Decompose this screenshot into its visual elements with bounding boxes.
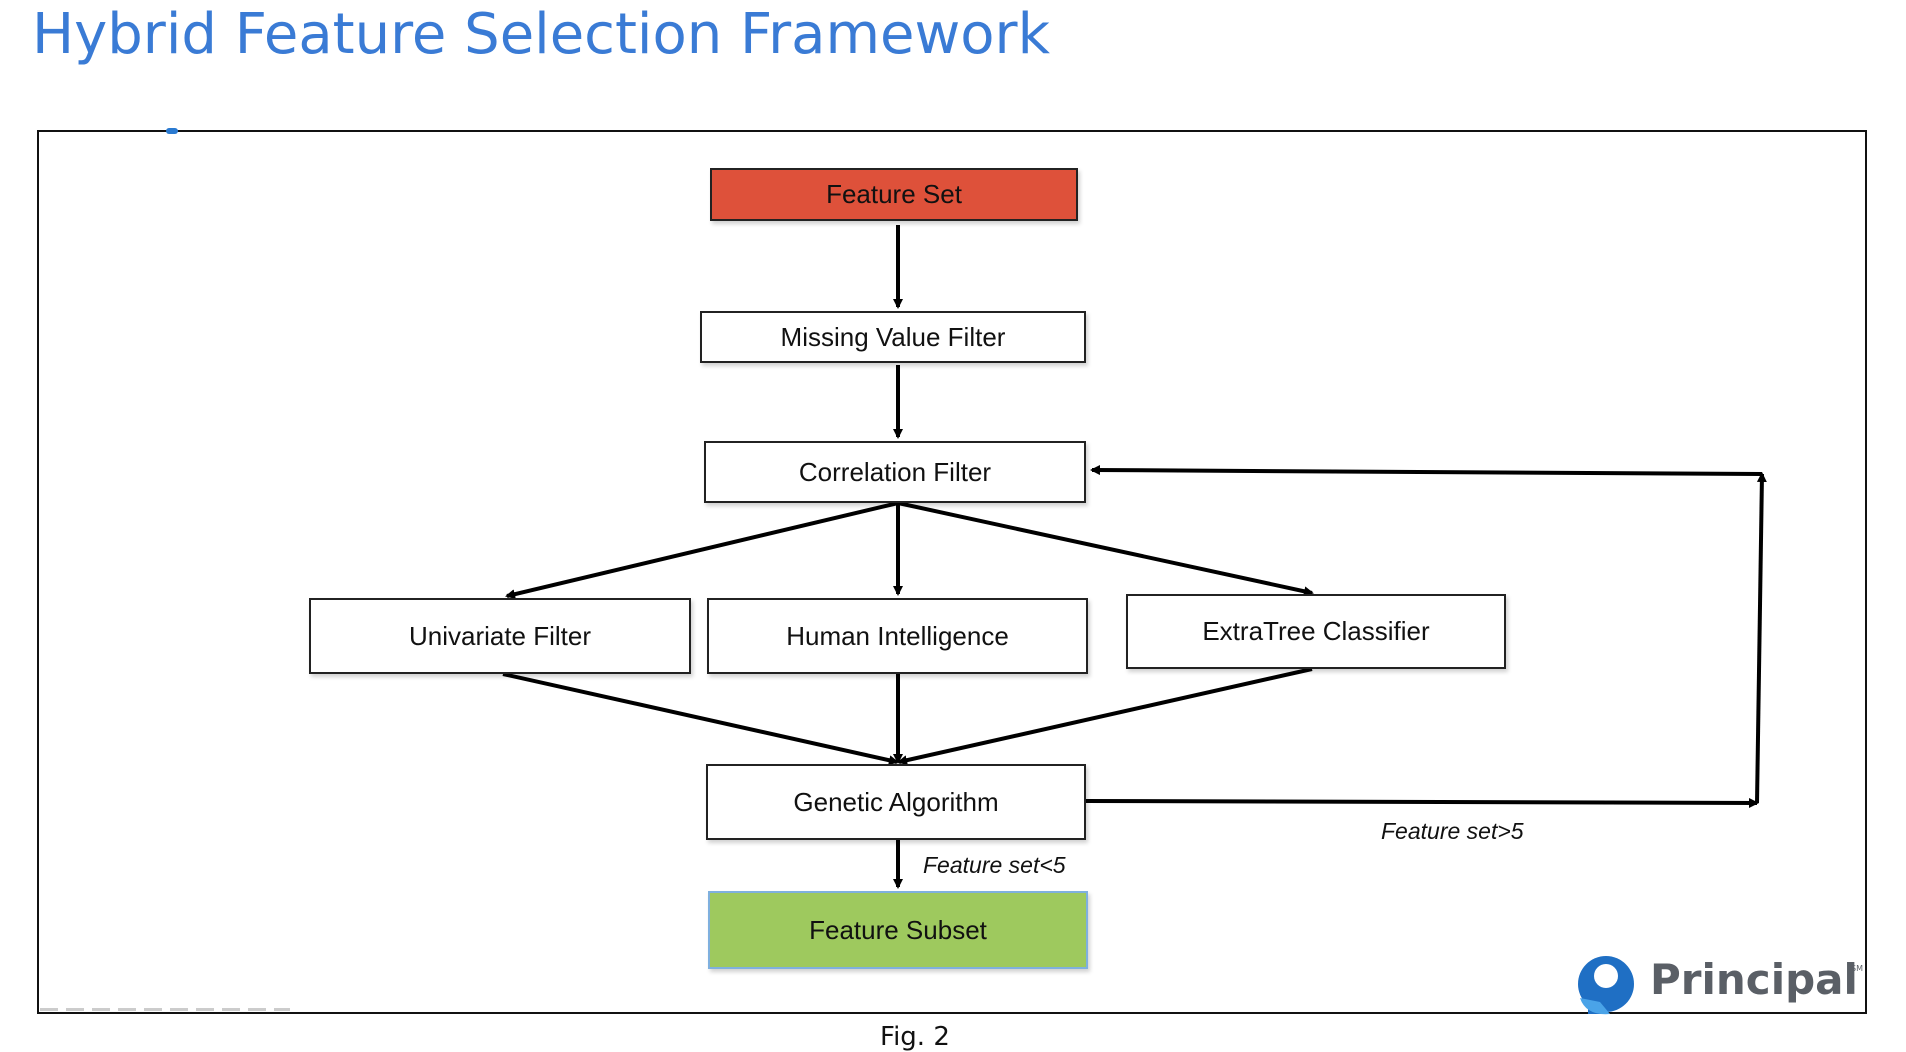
logo-wordmark: Principal [1650, 955, 1858, 1004]
node-missing-value-filter: Missing Value Filter [700, 311, 1086, 363]
edge-univariate-genetic [502, 672, 899, 766]
node-feature-set: Feature Set [710, 168, 1078, 221]
edge-loop-back [1090, 465, 1763, 476]
page-title: Hybrid Feature Selection Framework [32, 2, 1051, 67]
edge-loop-vertical [1755, 472, 1767, 804]
node-extratree-classifier: ExtraTree Classifier [1126, 594, 1506, 669]
node-feature-subset: Feature Subset [708, 891, 1088, 969]
edge-label-exit-condition: Feature set<5 [923, 852, 1066, 878]
stray-mark [166, 128, 178, 134]
edge-extratree-genetic [897, 667, 1313, 766]
node-human-intelligence: Human Intelligence [707, 598, 1088, 674]
edge-loop-horizontal [1085, 797, 1759, 808]
edge-correlation-extratree [897, 501, 1314, 597]
edge-correlation-univariate [505, 501, 899, 600]
figure-caption: Fig. 2 [880, 1022, 950, 1052]
node-genetic-algorithm: Genetic Algorithm [706, 764, 1086, 840]
edge-label-loop-condition: Feature set>5 [1381, 818, 1524, 844]
principal-logo-icon [1578, 956, 1634, 1015]
faint-footer-text [40, 1008, 290, 1011]
diagram-frame [37, 130, 1867, 1014]
node-correlation-filter: Correlation Filter [704, 441, 1086, 503]
node-univariate-filter: Univariate Filter [309, 598, 691, 674]
logo-service-mark: SM [1851, 964, 1863, 973]
